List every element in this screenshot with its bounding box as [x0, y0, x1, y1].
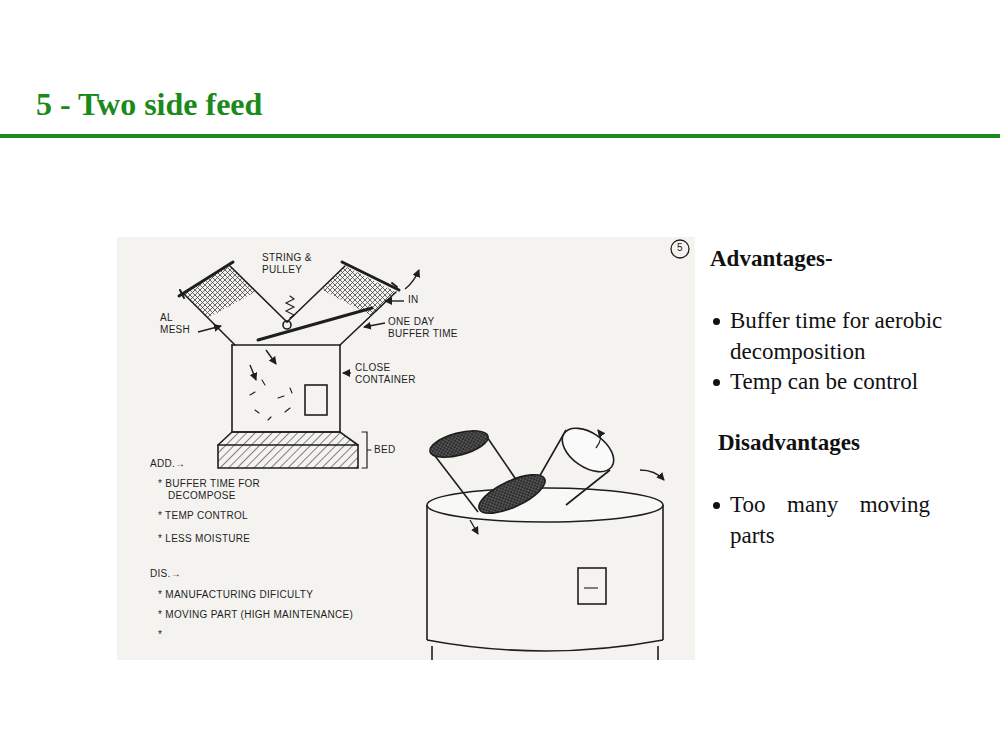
- cylinder-top: [427, 488, 663, 522]
- pulley: [283, 321, 291, 329]
- note-item: * LESS MOISTURE: [158, 533, 250, 545]
- note-item: * TEMP CONTROL: [158, 510, 248, 522]
- note-item: * BUFFER TIME FOR DECOMPOSE: [158, 478, 268, 501]
- container-wall: [232, 345, 340, 432]
- container-top: [232, 344, 340, 346]
- bed-bracket: [362, 432, 371, 468]
- bullet-text: Temp can be control: [730, 367, 992, 398]
- number-circle: [671, 240, 689, 258]
- bullet-text: Too many moving parts: [730, 490, 930, 551]
- arrow: [640, 470, 664, 480]
- waste-marks: [250, 380, 292, 420]
- cylinder-base: [432, 646, 658, 660]
- door: [305, 385, 327, 415]
- spring: [286, 296, 294, 318]
- arrow: [385, 300, 404, 301]
- slide-title: 5 - Two side feed: [36, 86, 262, 123]
- part-label: ONE DAY BUFFER TIME: [388, 316, 478, 339]
- tube-wall: [183, 293, 235, 345]
- mesh-hatch: [322, 266, 396, 316]
- part-label: IN: [408, 294, 419, 306]
- bed: [218, 432, 358, 468]
- lid-tab: [180, 290, 184, 298]
- section-heading: Disadvantages: [718, 428, 860, 459]
- part-label: STRING & PULLEY: [262, 252, 318, 275]
- lid-opening: [554, 419, 621, 480]
- flap: [474, 467, 550, 521]
- arrow: [364, 323, 385, 327]
- mesh-hatch: [183, 266, 255, 318]
- arrow: [266, 350, 276, 364]
- door-handle: [584, 587, 598, 588]
- arrow: [470, 520, 478, 534]
- door: [578, 568, 606, 604]
- arrow: [596, 430, 601, 448]
- flap: [258, 308, 372, 340]
- bullet-dot: [713, 318, 720, 325]
- bullet-text: Buffer time for aerobic decomposition: [730, 306, 992, 367]
- note-heading: DIS.→: [150, 568, 181, 580]
- bed-edge: [218, 432, 358, 445]
- tube-wall: [340, 292, 396, 345]
- lid: [179, 262, 233, 296]
- perspective-sketch: [427, 419, 664, 660]
- section-heading: Advantages-: [710, 244, 833, 275]
- cylinder-wall: [427, 505, 663, 640]
- mesh-opening: [427, 426, 491, 463]
- title-rule: [0, 134, 1000, 138]
- note-item: * MANUFACTURING DIFICULTY: [158, 589, 313, 601]
- cylinder-ledge: [427, 640, 663, 651]
- bullet-dot: [713, 379, 720, 386]
- arrow: [343, 372, 351, 373]
- part-label: BED: [374, 444, 395, 456]
- part-label: AL MESH: [160, 312, 198, 335]
- lid-tab: [392, 283, 397, 287]
- arrow: [405, 270, 419, 289]
- arrow: [198, 326, 221, 332]
- lid: [342, 262, 399, 290]
- note-heading: ADD.→: [150, 458, 185, 470]
- note-item: *: [158, 629, 162, 641]
- note-item: * MOVING PART (HIGH MAINTENANCE): [158, 609, 353, 621]
- callout-number: 5: [672, 242, 688, 254]
- sketch-paper: [117, 237, 695, 660]
- part-label: CLOSE CONTAINER: [355, 362, 427, 385]
- bullet-dot: [713, 502, 720, 509]
- arrow: [250, 365, 256, 380]
